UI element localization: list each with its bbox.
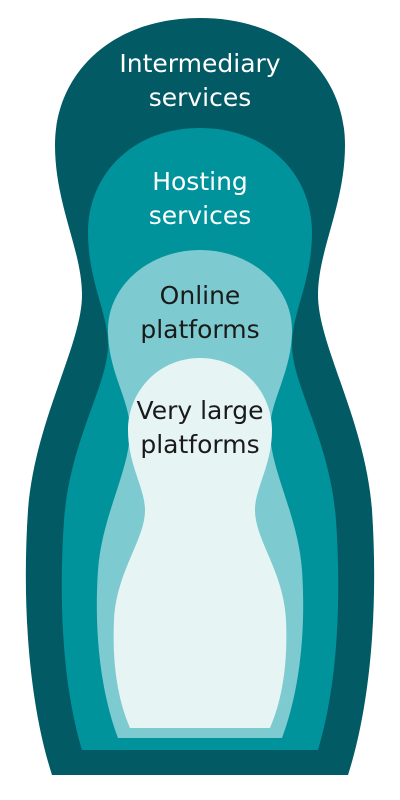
layer-intermediary-label-line1: Intermediary	[119, 49, 280, 78]
layer-online-label-line1: Online	[160, 281, 241, 310]
layer-hosting-label-line2: services	[149, 201, 252, 230]
layer-online-label-line2: platforms	[140, 315, 259, 344]
layer-very-large-label-line2: platforms	[140, 430, 259, 459]
layer-very-large-label-line1: Very large	[137, 396, 264, 425]
layer-very-large-platforms: Very large platforms	[113, 358, 287, 728]
layer-very-large-shape	[113, 358, 287, 728]
layer-intermediary-label-line2: services	[149, 83, 252, 112]
layer-hosting-label-line1: Hosting	[152, 167, 248, 196]
